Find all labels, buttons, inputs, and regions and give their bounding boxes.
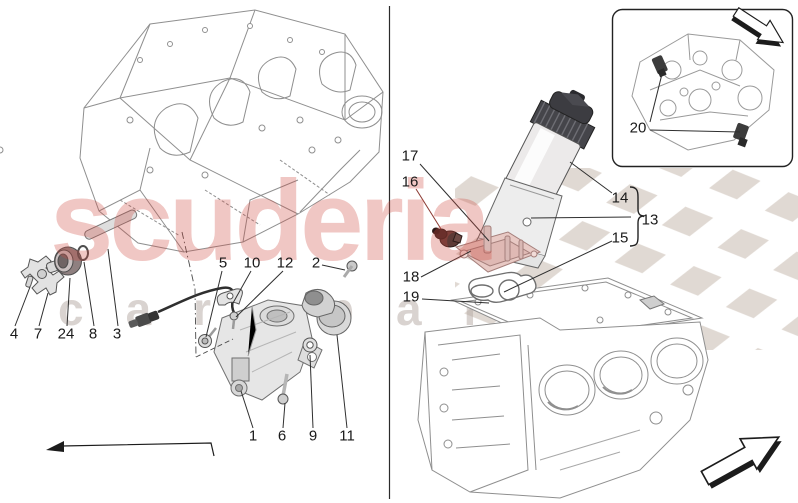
leader-line <box>530 216 632 219</box>
callout-19[interactable]: 19 <box>402 288 420 306</box>
coupling-flange <box>20 255 65 296</box>
callout-18[interactable]: 18 <box>402 268 420 286</box>
callout-10[interactable]: 10 <box>243 254 261 272</box>
leader-line <box>240 390 254 429</box>
callout-12[interactable]: 12 <box>276 254 294 272</box>
oil-pressure-sensor <box>432 227 463 248</box>
base-gasket <box>468 271 537 303</box>
callout-11[interactable]: 11 <box>339 427 355 445</box>
callout-3[interactable]: 3 <box>112 325 122 343</box>
leader-line <box>107 248 119 327</box>
direction-arrow-bottom-right <box>700 436 782 489</box>
leader-line <box>503 240 613 293</box>
callout-7[interactable]: 7 <box>33 325 43 343</box>
inset-sensor-a <box>651 55 668 78</box>
leader-line <box>421 298 490 304</box>
inset-box <box>611 6 794 168</box>
leader-line <box>232 270 252 304</box>
filter-base <box>454 225 542 273</box>
leader-line <box>66 277 71 327</box>
direction-arrow-bottom-left <box>46 441 215 457</box>
bolt-12 <box>229 311 239 330</box>
leader-line <box>321 264 346 271</box>
callout-1[interactable]: 1 <box>248 427 258 445</box>
leader-line <box>649 129 741 133</box>
o-ring <box>77 245 89 261</box>
bolt-6 <box>277 373 289 405</box>
intake-horn-11 <box>301 289 352 336</box>
leader-line <box>415 188 442 230</box>
callout-24[interactable]: 24 <box>57 325 75 343</box>
callout-5[interactable]: 5 <box>218 254 228 272</box>
callout-6[interactable]: 6 <box>277 427 287 445</box>
callout-15[interactable]: 15 <box>611 229 629 247</box>
oil-pump <box>213 299 323 401</box>
watermark-title: scuderia <box>50 158 491 285</box>
callout-2[interactable]: 2 <box>311 254 321 272</box>
callout-20[interactable]: 20 <box>629 119 647 137</box>
leader-line <box>420 250 472 278</box>
inset-engine <box>631 33 775 151</box>
callout-13[interactable]: 13 <box>641 211 659 229</box>
leader-line <box>38 292 49 327</box>
engine-block-top-left <box>0 9 384 253</box>
leader-line <box>336 334 348 429</box>
leader-line <box>205 270 223 338</box>
leader-line <box>83 261 95 327</box>
callout-9[interactable]: 9 <box>308 427 318 445</box>
roller-bushing <box>54 246 82 276</box>
leader-line <box>235 270 284 318</box>
callout-4[interactable]: 4 <box>9 325 19 343</box>
direction-arrow-top-right <box>731 6 785 47</box>
bracket-10 <box>216 288 243 306</box>
leader-line <box>309 354 314 429</box>
washer-9 <box>302 337 318 353</box>
callout-17[interactable]: 17 <box>401 147 419 165</box>
leader-line <box>195 338 234 358</box>
brace-13 <box>629 186 645 247</box>
bolt-2 <box>342 260 358 278</box>
inset-sensor-b <box>733 122 749 148</box>
callout-14[interactable]: 14 <box>611 189 629 207</box>
leader-line <box>419 163 490 242</box>
retaining-pin <box>25 275 34 288</box>
leader-line <box>649 73 663 123</box>
drive-shaft <box>84 209 138 240</box>
engine-block-bottom-right <box>417 277 709 499</box>
leader-line <box>282 402 286 429</box>
leader-line <box>14 286 31 327</box>
callout-8[interactable]: 8 <box>88 325 98 343</box>
leader-line <box>181 231 197 358</box>
bolt-washer-5 <box>198 327 217 348</box>
leader-line <box>569 161 613 194</box>
callout-16[interactable]: 16 <box>401 173 419 191</box>
